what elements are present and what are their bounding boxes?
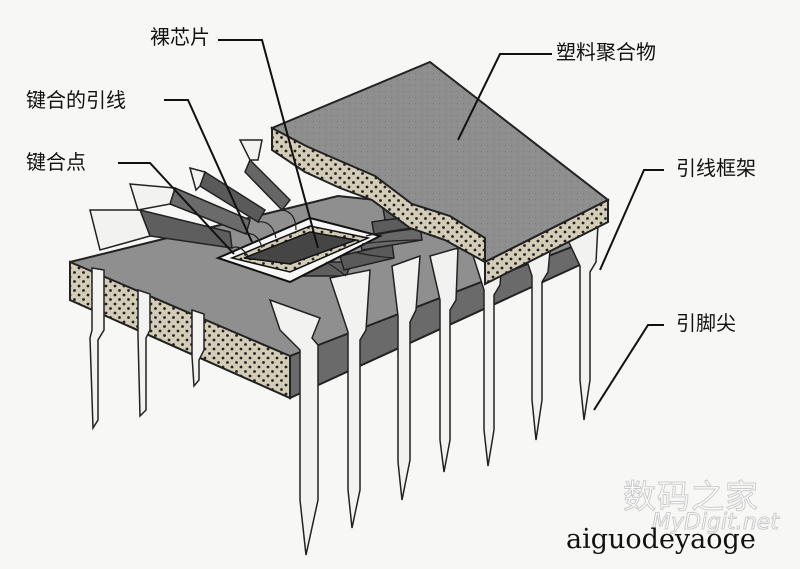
lead-tip-label: 引脚尖 — [676, 311, 736, 335]
left-leads — [89, 139, 263, 431]
die-assembly — [215, 216, 383, 284]
leader-lines — [118, 39, 664, 411]
bond-wire-label: 键合的引线 — [26, 88, 126, 112]
watermark-user: aiguodeyaoge — [566, 524, 756, 555]
watermark-site-en: MyDigit.net — [652, 510, 780, 536]
bond-pad-label: 键合点 — [26, 150, 86, 174]
plastic-label: 塑料聚合物 — [556, 40, 656, 64]
watermark-site-cn: 数码之家 — [623, 477, 759, 517]
lead-frame-label: 引线框架 — [676, 156, 756, 180]
front-leads — [268, 222, 599, 556]
die-label: 裸芯片 — [150, 25, 210, 49]
top-plastic-layer — [269, 60, 610, 286]
